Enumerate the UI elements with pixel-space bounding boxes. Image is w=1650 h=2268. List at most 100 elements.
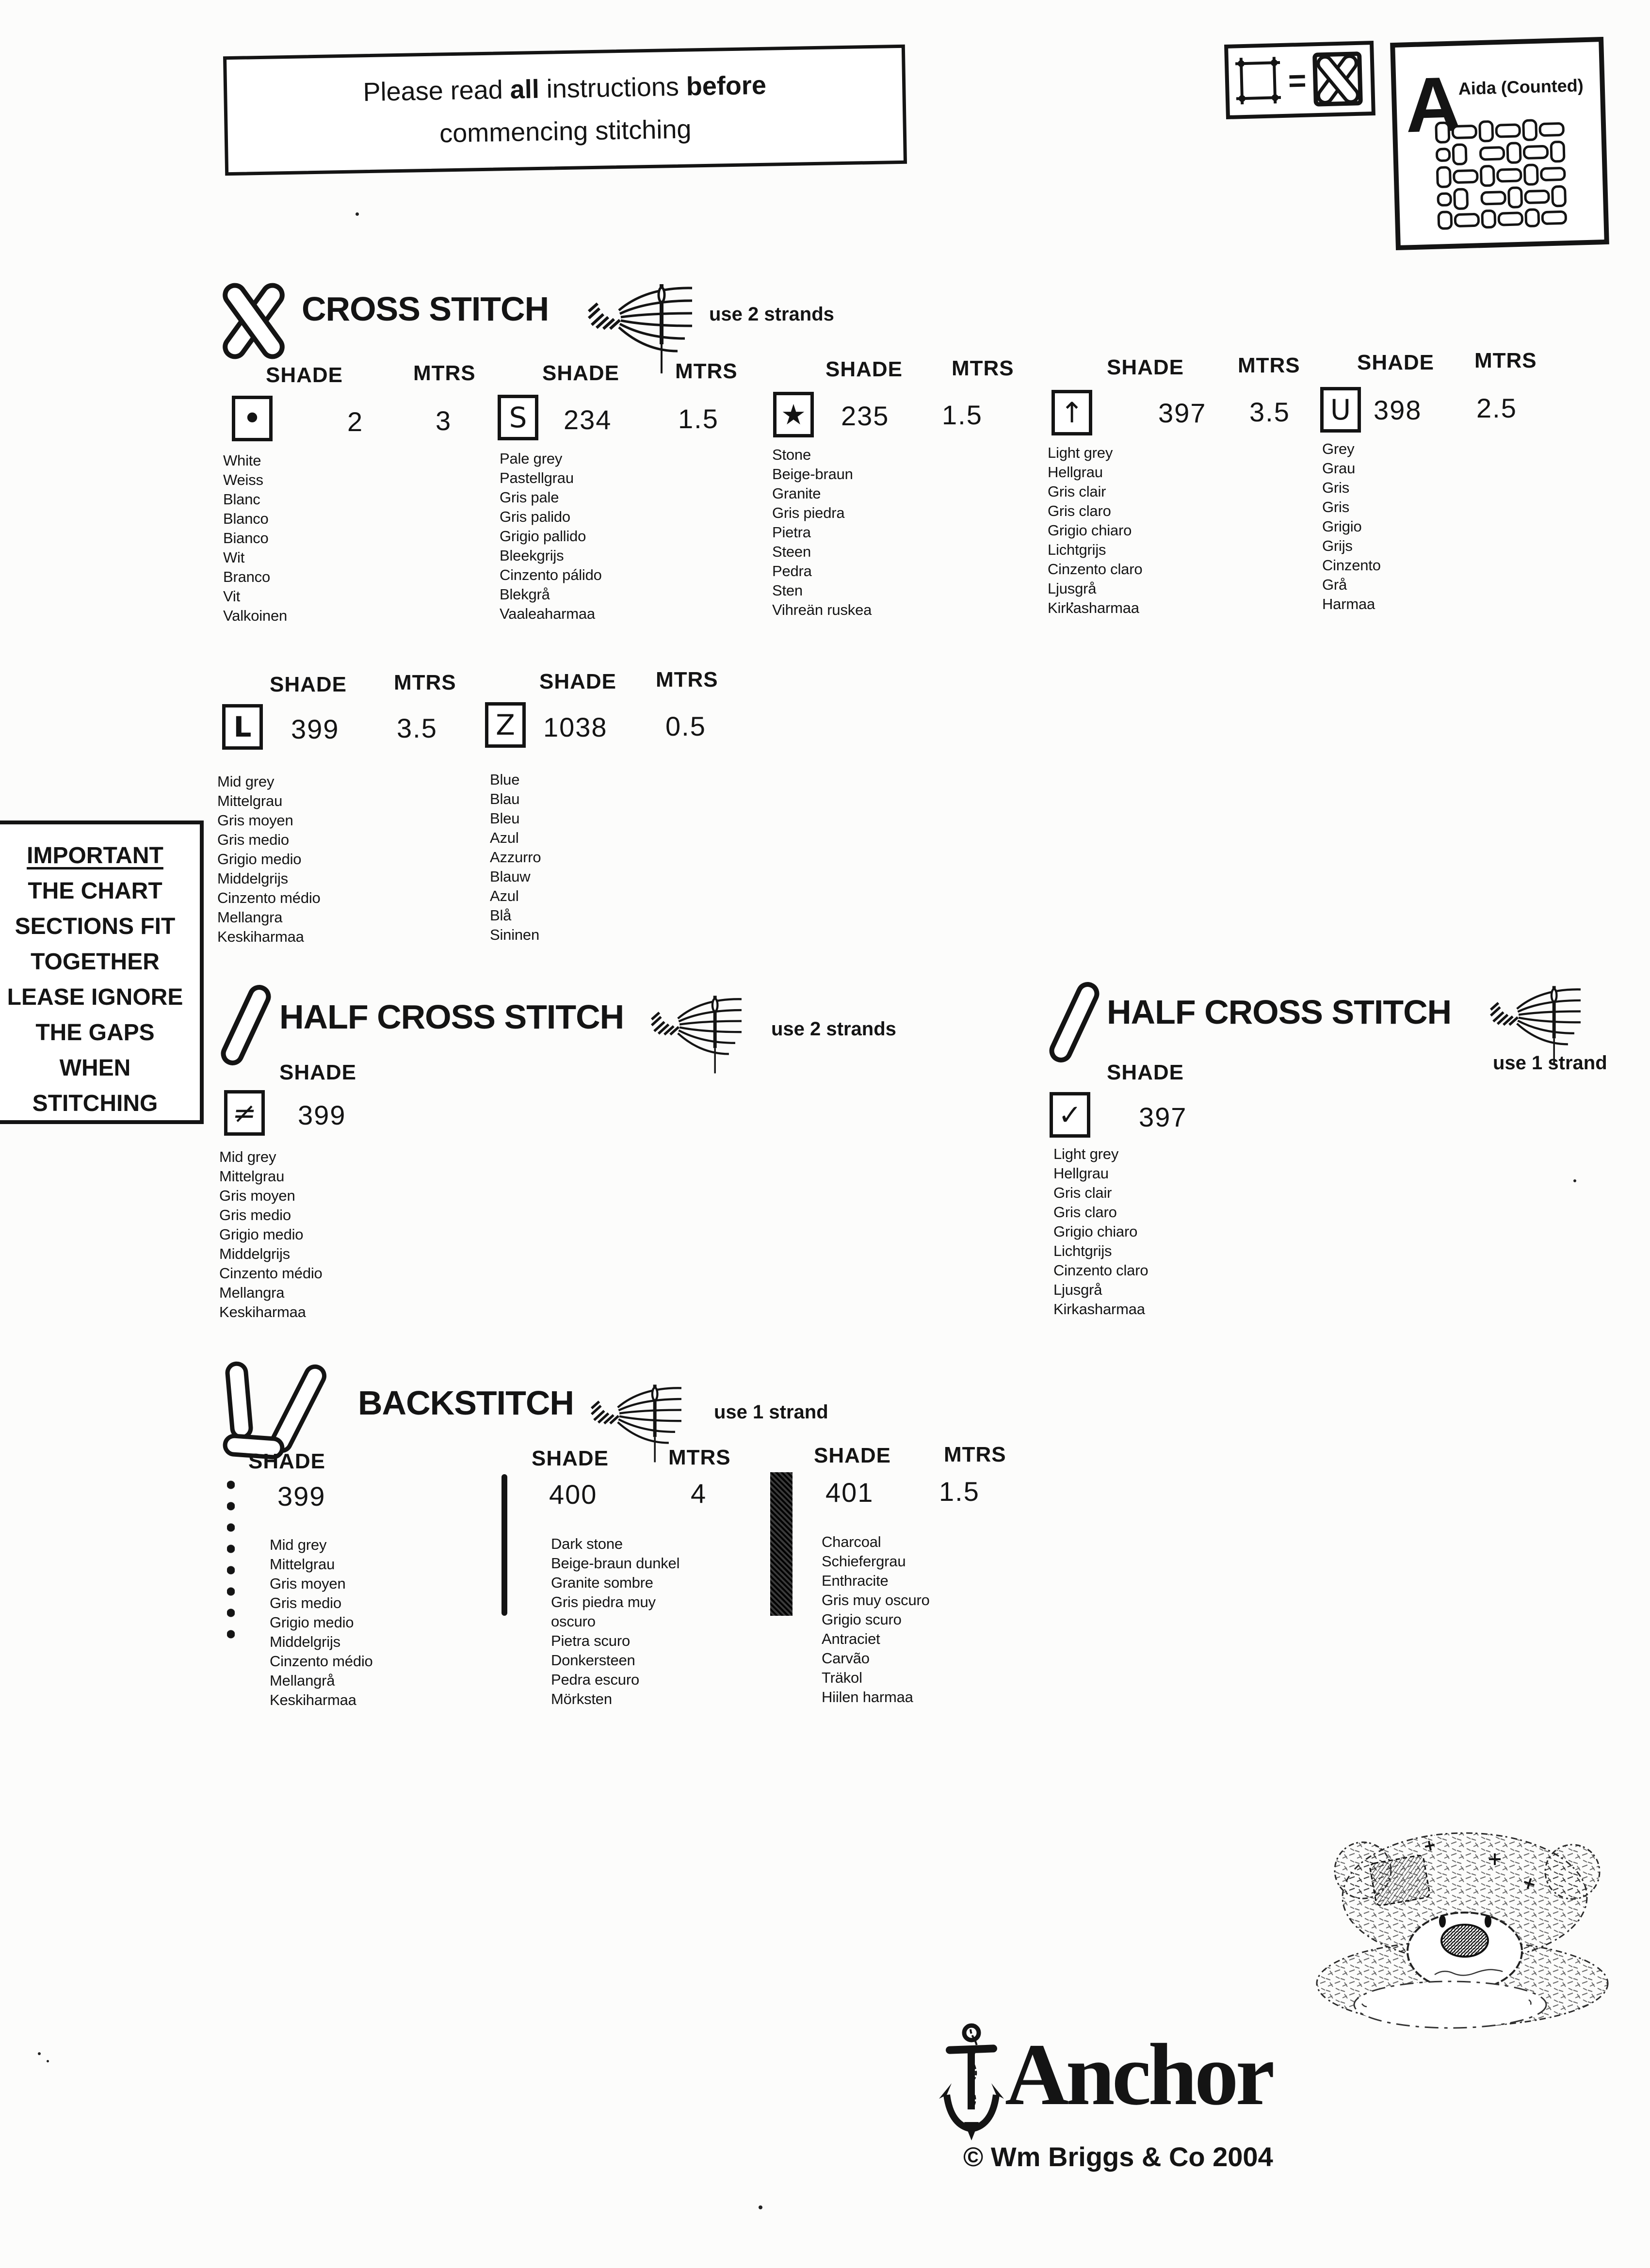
symbol-glyph: ★ [781, 398, 806, 431]
mtrs-header: MTRS [675, 359, 738, 383]
thick-line-symbol [770, 1472, 793, 1616]
oval-sketch [1353, 1980, 1547, 2029]
mtrs-header: MTRS [1474, 349, 1537, 372]
shade-number: 398 [1374, 395, 1422, 425]
symbol-box: Z [485, 702, 526, 748]
scan-speck [47, 2060, 49, 2062]
shade-header: SHADE [1107, 355, 1184, 379]
symbol-glyph: • [242, 399, 262, 438]
mtrs-header: MTRS [656, 668, 718, 692]
anchor-logo-icon [939, 2023, 1004, 2140]
mtrs-header: MTRS [952, 356, 1014, 380]
mtrs-value: 0.5 [665, 711, 706, 741]
important-text: THE CHART SECTIONS FIT TOGETHER LEASE IG… [7, 878, 183, 1116]
shade-names: Mid grey Mittelgrau Gris moyen Gris medi… [219, 1148, 323, 1320]
mtrs-value: 1.5 [942, 400, 983, 430]
mtrs-value: 1.5 [939, 1476, 980, 1507]
shade-number: 397 [1139, 1102, 1187, 1132]
shade-header: SHADE [814, 1444, 891, 1467]
not-equal-symbol: ≠ [230, 1096, 259, 1129]
symbol-box: U [1320, 387, 1361, 433]
cross-stitch-cell-icon [1312, 51, 1363, 107]
shade-header: SHADE [825, 357, 903, 381]
mtrs-header: MTRS [944, 1443, 1006, 1466]
shade-number: 235 [841, 401, 890, 431]
symbol-glyph: S [509, 401, 527, 434]
bear-eye-right [1485, 1915, 1491, 1928]
thin-line-symbol [501, 1474, 507, 1616]
shade-number: 1038 [543, 712, 608, 742]
shade-number: 401 [825, 1477, 874, 1508]
mtrs-value: 1.5 [678, 403, 719, 434]
dotted-line-symbol [227, 1480, 235, 1651]
thread-needle-icon [651, 993, 748, 1076]
shade-names: Charcoal Schiefergrau Enthracite Gris mu… [822, 1533, 930, 1705]
symbol-glyph: Z [496, 708, 515, 741]
symbol-box: • [232, 396, 273, 441]
mtrs-header: MTRS [668, 1446, 731, 1469]
shade-names: Mid grey Mittelgrau Gris moyen Gris medi… [270, 1536, 373, 1708]
shade-header: SHADE [532, 1447, 609, 1470]
symbol-box: S [498, 395, 538, 440]
shade-number: 399 [277, 1481, 326, 1512]
shade-names: Stone Beige-braun Granite Gris piedra Pi… [772, 446, 872, 618]
mtrs-value: 3 [436, 405, 452, 436]
symbol-box: ★ [773, 392, 814, 437]
aida-label: Aida (Counted) [1458, 75, 1584, 99]
bear-eye-left [1439, 1915, 1446, 1928]
anchor-wordmark: Anchor [1005, 2026, 1275, 2123]
symbol-box: ≠ [224, 1090, 265, 1136]
scan-speck [1573, 1179, 1576, 1182]
shade-names: Dark stone Beige-braun dunkel Granite so… [551, 1535, 680, 1707]
shade-number: 234 [564, 404, 612, 435]
scan-speck [1071, 602, 1073, 605]
signature-scribble [1434, 1969, 1503, 1976]
teddy-bear-sketch [1316, 1832, 1609, 2029]
shade-names: Pale grey Pastellgrau Gris pale Gris pal… [500, 450, 602, 622]
symbol-box: ↑ [1051, 390, 1092, 435]
scan-speck [356, 212, 359, 216]
cross-stitch-title: CROSS STITCH [302, 290, 549, 328]
mtrs-value: 4 [691, 1478, 707, 1509]
symbol-glyph: U [1330, 393, 1351, 426]
equals-sign: = [1288, 63, 1307, 98]
check-symbol: ✓ [1058, 1098, 1082, 1131]
shade-number: 397 [1158, 398, 1207, 428]
half-cross-2-strands-note: use 1 strand [1493, 1052, 1607, 1074]
scan-speck [759, 2205, 762, 2209]
shade-names: Light grey Hellgrau Gris clair Gris clar… [1053, 1145, 1149, 1318]
half-cross-stitch-icon [1049, 982, 1100, 1062]
mtrs-header: MTRS [413, 361, 476, 385]
cross-stitch-icon [223, 283, 285, 359]
half-cross-stitch-icon [221, 985, 271, 1065]
shade-header: SHADE [1357, 351, 1435, 374]
grid-cell-icon [1235, 57, 1281, 105]
half-cross-2-title: HALF CROSS STITCH [1107, 993, 1452, 1031]
backstitch-strands-note: use 1 strand [714, 1401, 828, 1423]
mtrs-header: MTRS [1238, 354, 1300, 377]
bear-nose [1440, 1924, 1489, 1958]
important-box: IMPORTANT THE CHART SECTIONS FIT TOGETHE… [0, 820, 204, 1124]
important-title: IMPORTANT [27, 843, 163, 869]
shade-header: SHADE [266, 363, 343, 387]
mtrs-header: MTRS [394, 671, 456, 694]
copyright-text: © Wm Briggs & Co 2004 [963, 2141, 1273, 2172]
shade-header: SHADE [542, 361, 620, 385]
legend-box: = [1224, 40, 1375, 120]
backstitch-title: BACKSTITCH [358, 1384, 574, 1422]
shade-header: SHADE [1107, 1061, 1184, 1084]
shade-number: 400 [549, 1479, 598, 1510]
scan-speck [38, 2052, 41, 2055]
half-cross-1-title: HALF CROSS STITCH [279, 998, 624, 1036]
symbol-box: ✓ [1050, 1092, 1090, 1138]
mtrs-value: 3.5 [397, 713, 437, 743]
mtrs-value: 3.5 [1249, 397, 1290, 427]
shade-number: 399 [298, 1100, 346, 1130]
half-cross-1-strands-note: use 2 strands [771, 1018, 896, 1040]
mtrs-value: 2.5 [1476, 393, 1517, 423]
notice-text: Please read all instructions before comm… [363, 70, 767, 148]
symbol-glyph: ↑ [1060, 396, 1084, 429]
shade-names: Grey Grau Gris Gris Grigio Grijs Cinzent… [1322, 440, 1381, 612]
aida-weave-icon [1435, 119, 1567, 230]
